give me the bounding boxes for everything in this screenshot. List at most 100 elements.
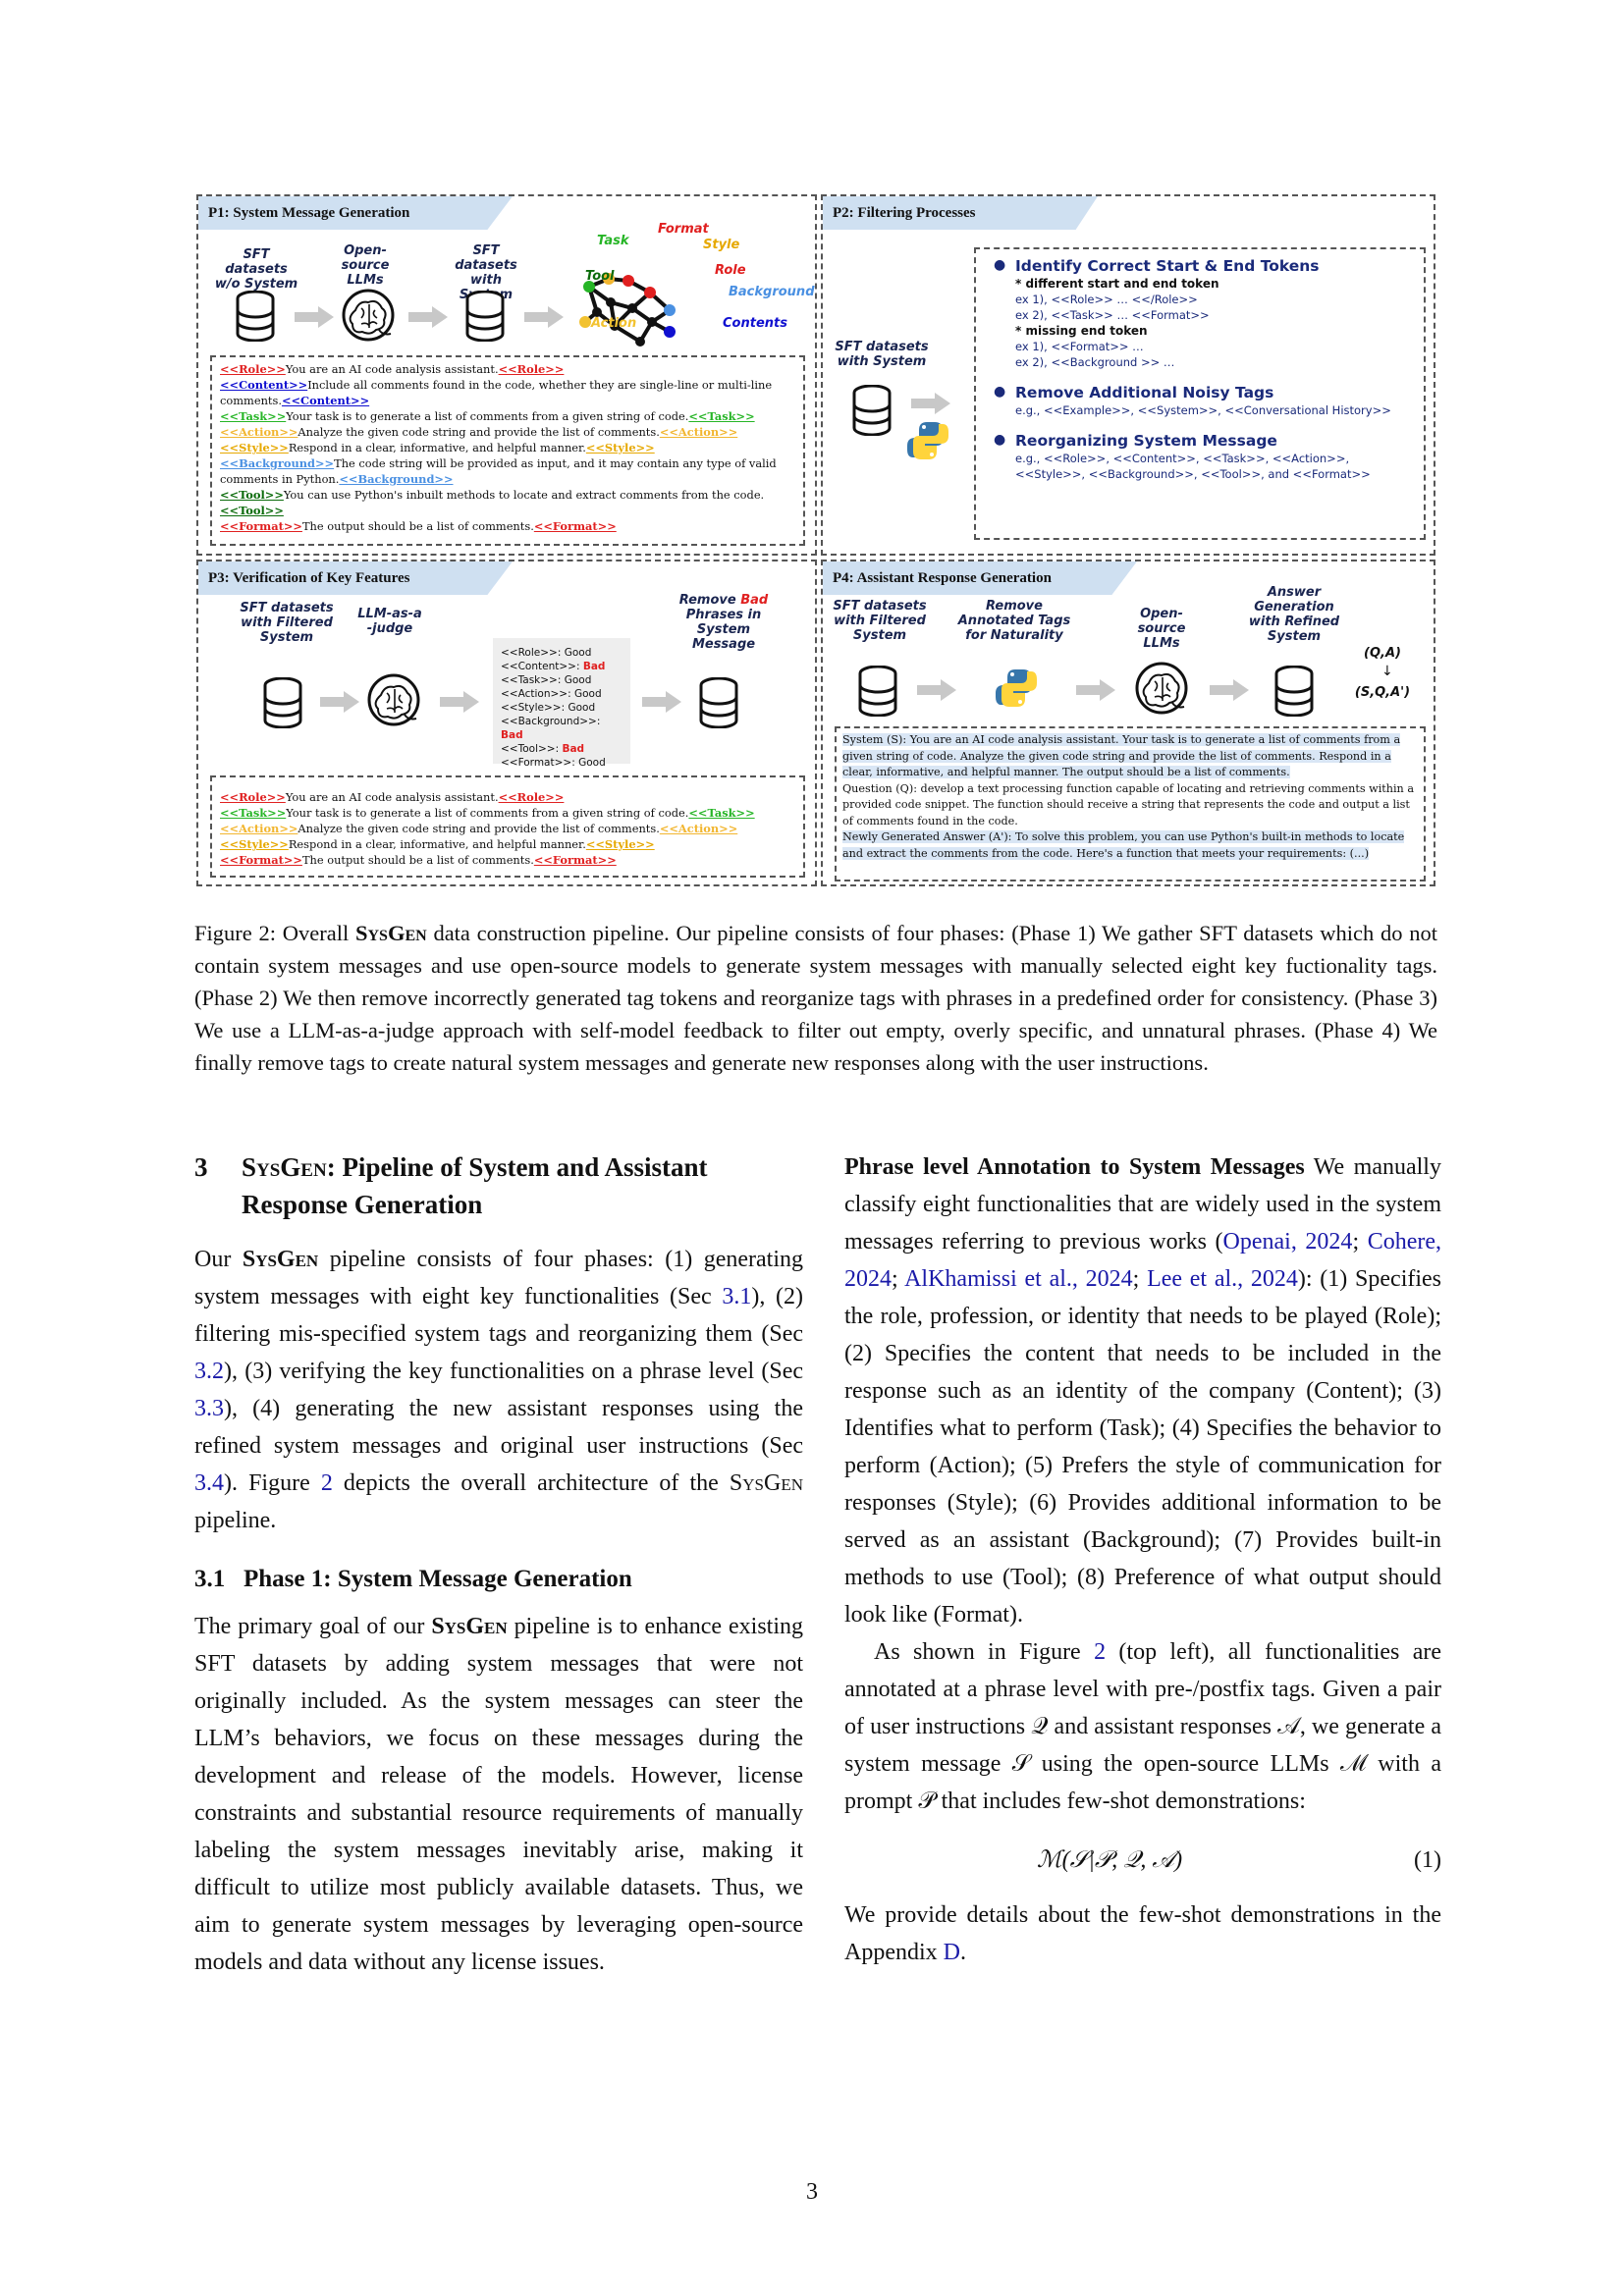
filter-steps-box: ● Identify Correct Start & End Tokens * … [974,247,1426,540]
p1-label-open-source-llms: Open-source LLMs [341,243,390,288]
tag-line-task: <<Task>>Your task is to generate a list … [220,806,755,820]
arrow-right-icon [917,679,956,701]
p2-label-sft-with-system: SFT datasets with System [835,340,929,369]
qa-label: (Q,A) [1364,646,1401,661]
brain-judge-icon [367,673,420,726]
tag-line-action: <<Action>>Analyze the given code string … [220,425,738,439]
section-ref-link[interactable]: 3.3 [194,1396,224,1421]
figure-ref-link[interactable]: 2 [320,1470,333,1496]
p2-banner: P2: Filtering Processes [823,196,1098,230]
python-icon [996,669,1037,707]
citation-link[interactable]: Cohere, 2024 [844,1229,1442,1292]
answer-text: Newly Generated Answer (A'): To solve th… [842,830,1405,860]
p3-filtered-system-message: <<Role>>You are an AI code analysis assi… [210,775,805,878]
annotation-paragraph: Phrase level Annotation to System Messag… [844,1154,1442,1628]
appendix-ref-link[interactable]: D [943,1940,960,1965]
tag-line-format: <<Format>>The output should be a list of… [220,519,617,533]
p1-tagged-system-message: <<Role>>You are an AI code analysis assi… [210,355,805,546]
tag-line-role: <<Role>>You are an AI code analysis assi… [220,790,565,804]
net-label-format: Format [658,222,709,237]
citation-link[interactable]: AlKhamissi et al., 2024 [904,1266,1133,1292]
figure-ref-link[interactable]: 2 [1094,1639,1107,1665]
equation-1: ℳ(𝒮|𝒫, 𝒬, 𝒜) (1) [844,1842,1441,1879]
brain-llm-icon [342,289,395,342]
p1-banner: P1: System Message Generation [198,196,513,230]
system-message-text: System (S): You are an AI code analysis … [842,733,1401,778]
brain-llm-icon [1135,662,1188,715]
tag-line-role: <<Role>>You are an AI code analysis assi… [220,362,565,376]
python-icon [907,422,948,459]
judge-row: <<Style>>: Good [501,702,596,714]
database-icon [852,385,892,436]
subsection-heading: 3.1 Phase 1: System Message Generation [194,1566,632,1592]
pipeline-figure: P1: System Message Generation SFT datase… [196,194,1435,886]
p4-banner: P4: Assistant Response Generation [823,561,1137,595]
question-text: Question (Q): develop a text processing … [842,781,1414,828]
equation-number: (1) [1414,1847,1441,1873]
phase1-paragraph: The primary goal of our SysGen pipeline … [194,1614,803,1975]
p4-label-answer-generation: Answer Generation with Refined System [1248,585,1340,644]
section-ref-link[interactable]: 3.2 [194,1359,224,1384]
section-ref-link[interactable]: 3.4 [194,1470,224,1496]
tag-line-style: <<Style>>Respond in a clear, informative… [220,837,655,851]
database-icon [236,291,275,342]
section-ref-link[interactable]: 3.1 [722,1284,752,1309]
database-icon [858,666,897,717]
net-label-task: Task [597,234,629,248]
tag-line-background: <<Background>>The code string will be pr… [220,456,777,486]
citation-link[interactable]: Openai, 2024 [1222,1229,1353,1255]
left-column: 3 SysGen: Pipeline of System and Assista… [194,1148,803,1981]
filter-item-remove-noisy-tags: ● Remove Additional Noisy Tags e.g., <<E… [994,384,1391,417]
arrow-right-icon [642,691,681,713]
p3-label-sft-filtered: SFT datasets with Filtered System [240,601,334,645]
citation-link[interactable]: Lee et al., 2024 [1147,1266,1298,1292]
database-icon [465,291,505,342]
judge-row: <<Content>>: Bad [501,661,606,672]
judge-row: <<Background>>: Bad [501,716,601,741]
p3-label-remove-bad: Remove Bad Phrases in System Message [678,593,769,652]
arrow-right-icon [440,691,479,713]
panel-p1: P1: System Message Generation SFT datase… [196,194,817,556]
intro-paragraph: Our SysGen pipeline consists of four pha… [194,1247,804,1533]
database-icon [1274,666,1314,717]
net-label-role: Role [715,263,746,278]
tag-line-task: <<Task>>Your task is to generate a list … [220,409,755,423]
judge-row: <<Action>>: Good [501,688,602,700]
p4-label-remove-tags: Remove Annotated Tags for Naturality [957,599,1071,643]
section-heading: 3 SysGen: Pipeline of System and Assista… [194,1152,708,1219]
arrow-right-icon [524,306,564,328]
judge-row: <<Tool>>: Bad [501,743,585,755]
page-number: 3 [806,2179,818,2205]
p4-generated-response: System (S): You are an AI code analysis … [835,726,1426,881]
p3-label-llm-judge: LLM-as-a -judge [357,607,422,636]
arrow-right-icon [320,691,359,713]
p1-label-sft-without-system: SFT datasets w/o System [214,247,298,292]
judge-results: <<Role>>: Good <<Content>>: Bad <<Task>>… [493,638,630,769]
tag-line-tool: <<Tool>>You can use Python's inbuilt met… [220,488,765,517]
judge-row: <<Format>>: Good [501,757,606,769]
judge-row: <<Role>>: Good [501,647,592,659]
net-label-style: Style [703,238,740,252]
net-label-contents: Contents [723,316,787,331]
database-icon [263,677,302,728]
paragraph-heading: Phrase level Annotation to System Messag… [844,1154,1305,1180]
panel-p2: P2: Filtering Processes SFT datasets wit… [821,194,1435,556]
tag-line-style: <<Style>>Respond in a clear, informative… [220,441,655,454]
judge-row: <<Task>>: Good [501,674,592,686]
panel-p3: P3: Verification of Key Features SFT dat… [196,560,817,886]
functionality-network-graph [579,273,676,347]
arrow-right-icon [408,306,448,328]
filter-item-identify-tokens: ● Identify Correct Start & End Tokens * … [994,257,1320,369]
net-label-background: Background [729,285,815,299]
p4-label-open-source-llms: Open-source LLMs [1137,607,1186,651]
tag-line-action: <<Action>>Analyze the given code string … [220,822,738,835]
arrow-right-icon [295,306,334,328]
arrow-right-icon [1210,679,1249,701]
sqa-label: (S,Q,A') [1354,685,1411,700]
filter-item-reorganize: ● Reorganizing System Message e.g., <<Ro… [994,432,1371,481]
p4-label-sft-filtered: SFT datasets with Filtered System [833,599,927,643]
figure-caption: Figure 2: Overall SysGen data constructi… [194,921,1438,1075]
net-label-tool: Tool [585,269,615,284]
right-column: Phrase level Annotation to System Messag… [844,1148,1441,1971]
p3-banner: P3: Verification of Key Features [198,561,513,595]
